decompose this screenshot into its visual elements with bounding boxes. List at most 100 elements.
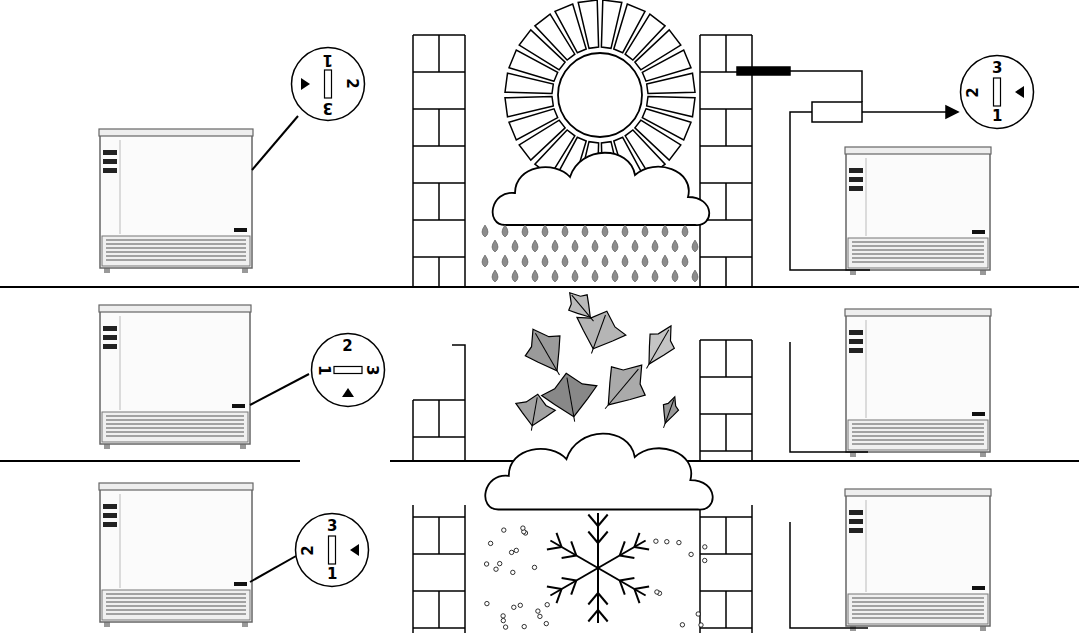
grille-slat [106,610,246,611]
leaf-vein [531,397,537,430]
wall-edge [699,35,701,287]
storage-heater [99,305,251,449]
setting-dial: 321 [959,54,1035,130]
grille-slat [852,254,984,255]
rain-drop [572,270,578,282]
rain-drop [642,255,648,267]
dial-numbers: 321 [294,512,370,588]
heater-vent [849,168,863,173]
wire [790,342,868,452]
snowflake-branch [557,533,562,547]
sun-ray [578,0,598,48]
brick-joint [413,219,465,221]
leaf [561,285,603,329]
snowflake-branch [557,589,562,603]
dial-slot [329,536,336,564]
dial-pointer [350,544,359,556]
dial-circle [312,334,385,407]
snow-dot [703,545,707,549]
brick-joint [725,257,727,287]
rain-drop [662,255,668,267]
brick-joint [700,450,752,452]
rain-drop [672,240,678,252]
snow-dot [503,625,507,629]
wall-edge [699,340,701,461]
heater-body [846,312,990,452]
rain-drop [562,255,568,267]
arrow-head [946,106,958,118]
rain-drop [682,255,688,267]
grille-slat [852,262,984,263]
wall-edge [412,400,414,461]
heater-vent [103,150,117,155]
rain-drop [562,225,568,237]
snowflake-branch [634,589,639,603]
snow-dot [485,601,489,605]
grille-slat [106,420,244,421]
rain-drop [612,240,618,252]
heater-vent [103,522,117,527]
storage-heater [845,147,991,275]
leaf-vein [535,333,559,375]
heater-vent [103,513,117,518]
brick-joint [725,517,727,554]
leaf-vein [647,330,669,369]
grille-slat [852,606,984,607]
rain-drop [572,240,578,252]
snow-dot [511,570,515,574]
rain-drop [612,270,618,282]
grille-slat [106,436,244,437]
snow-dot [654,539,658,543]
grille-slat [106,432,244,433]
heater-panel-edge [120,494,121,588]
wall-edge [464,400,466,461]
grille-slat [852,432,984,433]
heater-vent [849,186,863,191]
snowflake-arm [597,513,599,568]
heater-panel-edge [120,316,121,410]
broken-wall [452,345,465,400]
dial-circle [961,56,1034,129]
rain-drop [652,270,658,282]
rain-drop [532,240,538,252]
rain-drop [552,270,558,282]
grille-slat [106,248,246,249]
heater-switch [234,582,247,586]
snow-dot [545,603,549,607]
rain-drop [602,255,608,267]
snowflake-branch [620,541,625,555]
leaf-shape [516,319,575,381]
grille-slat [852,614,984,615]
rain-drop [482,255,488,267]
brick-wall [413,400,465,461]
rain-drop [512,240,518,252]
brick-joint [438,591,440,628]
snowflake-branch [598,593,608,605]
brick-joint [438,183,440,220]
grille-slat [106,598,246,599]
wire [790,71,862,102]
heater-grille [848,420,988,450]
brick-joint [725,109,727,146]
dial-face [334,367,362,398]
wall-edge [412,505,414,633]
snow-dot [677,540,681,544]
grille-slat [106,424,244,425]
heater-vent [103,344,117,349]
rain-drop [662,225,668,237]
rain-drop [622,255,628,267]
setting-dial: 123 [290,46,366,122]
heater-vent [849,519,863,524]
brick-joint [413,627,465,629]
storage-heater [845,489,991,631]
leader-lines [250,116,309,582]
heater-switch [972,412,985,416]
dial-numbers: 123 [290,46,366,122]
snowflake-arm [550,541,598,569]
grille-slat [852,440,984,441]
snow-dot [655,590,659,594]
snowflake-branch [588,532,598,544]
snowflake-branch [598,610,608,622]
rain-drop [632,270,638,282]
rain-drop [692,240,698,252]
